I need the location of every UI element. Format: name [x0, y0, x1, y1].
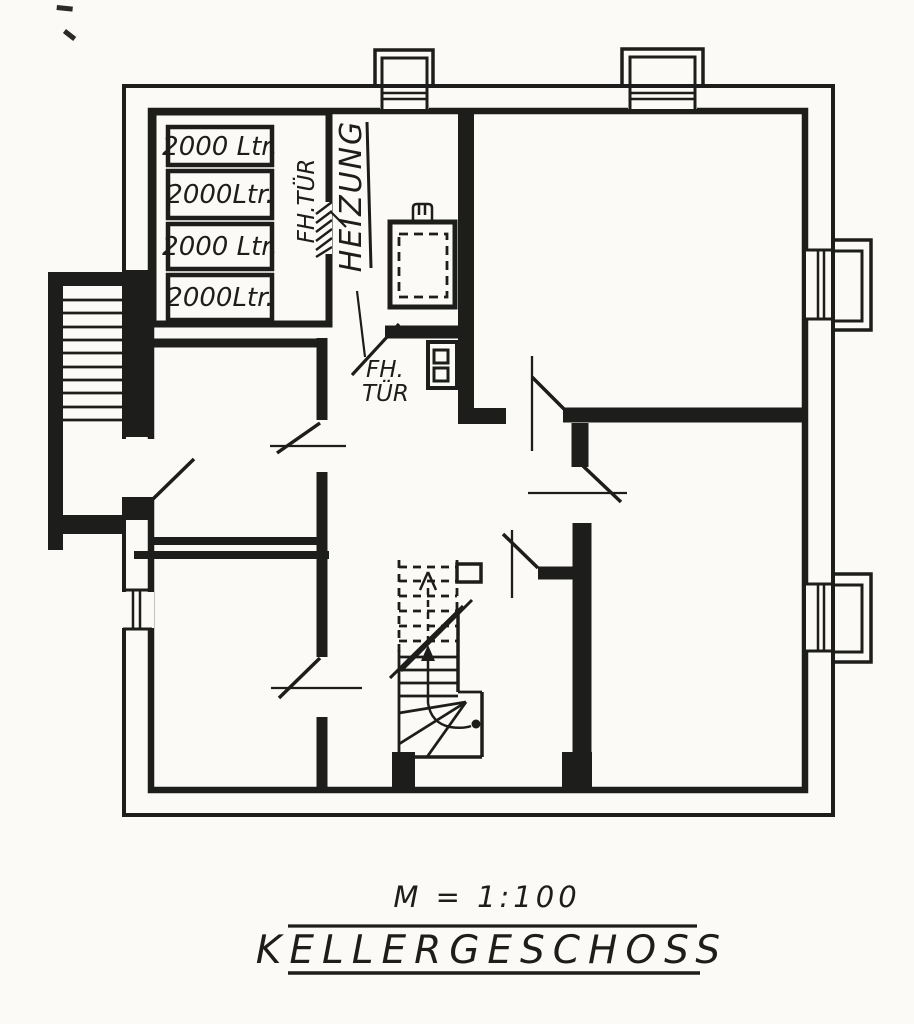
walk-line-start-dot	[471, 719, 481, 729]
stair-up-arrow-dashed	[418, 571, 438, 648]
fuel-tank-room: 2000 Ltr. 2000Ltr. 2000 Ltr. 2000Ltr. FH…	[149, 108, 347, 328]
right-window-2	[805, 572, 873, 664]
door-swings	[270, 356, 627, 700]
fuel-tank	[165, 221, 275, 272]
door-swing	[277, 656, 322, 700]
heating-fire-door: FH. TÜR	[350, 322, 409, 407]
light-well	[373, 48, 435, 88]
entrance-door	[119, 439, 196, 520]
stair-walk-line	[421, 645, 481, 730]
arrow-head	[421, 645, 435, 661]
leader-line	[330, 211, 347, 228]
tank-label: 2000Ltr.	[166, 180, 273, 210]
footer: M = 1:100 KELLERGESCHOSS	[256, 880, 728, 975]
tank-room-door-label: FH.TÜR	[292, 159, 320, 244]
door-swing	[350, 322, 401, 377]
drawing-title: KELLERGESCHOSS	[256, 928, 728, 973]
fuel-tank	[165, 124, 275, 168]
exterior-stair-left-wall	[48, 272, 63, 550]
fuel-tank	[165, 272, 275, 323]
door-swing	[530, 375, 566, 411]
door-swing	[501, 532, 540, 570]
light-well	[831, 238, 873, 332]
heating-door-label: TÜR	[362, 379, 409, 407]
left-wall-solid-section	[122, 270, 153, 437]
heating-door-label: FH.	[366, 357, 404, 383]
light-well	[620, 47, 705, 88]
flue-block	[426, 340, 459, 390]
exterior-stair-treads	[63, 298, 123, 422]
outer-wall	[122, 84, 835, 817]
boiler-chimney-symbol	[411, 202, 434, 222]
boiler-inner-dashed	[397, 232, 449, 299]
heating-room-label: HEIZUNG	[334, 120, 369, 273]
entrance-door-swing	[151, 457, 196, 501]
entrance-door-jamb	[122, 497, 153, 520]
heating-room: HEIZUNG FH. TÜR	[334, 120, 459, 407]
right-window-1	[805, 238, 873, 332]
top-window-1	[373, 48, 435, 111]
scan-artifacts	[56, 5, 77, 41]
scale-label: M = 1:100	[393, 880, 580, 914]
interior-stair	[388, 560, 484, 759]
door-swing	[581, 464, 623, 504]
interior-walls	[134, 111, 805, 790]
exterior-stair-bottom-wall	[48, 515, 123, 534]
flue-vent	[432, 366, 450, 383]
stair-break-line	[388, 604, 465, 680]
top-window-2	[620, 47, 705, 111]
exterior-stair	[48, 272, 123, 550]
label-underline	[365, 121, 373, 269]
tank-label: 2000 Ltr.	[162, 232, 278, 262]
light-well	[831, 572, 873, 664]
left-window	[120, 588, 154, 631]
boiler	[387, 202, 458, 310]
wall-jog-bottom	[562, 752, 592, 790]
tank-label: 2000Ltr.	[166, 283, 273, 313]
tank-label: 2000 Ltr.	[162, 132, 278, 162]
door-swing	[275, 421, 322, 455]
fuel-tank	[165, 168, 275, 221]
flue-vent	[432, 348, 450, 365]
stair-break-line	[399, 598, 474, 673]
stair-top-landing	[455, 562, 483, 584]
fire-door-hatch	[315, 201, 347, 259]
door-axis-line	[355, 290, 367, 358]
exterior-stair-top-wall	[48, 272, 123, 286]
wall-stair-foot	[392, 752, 415, 790]
